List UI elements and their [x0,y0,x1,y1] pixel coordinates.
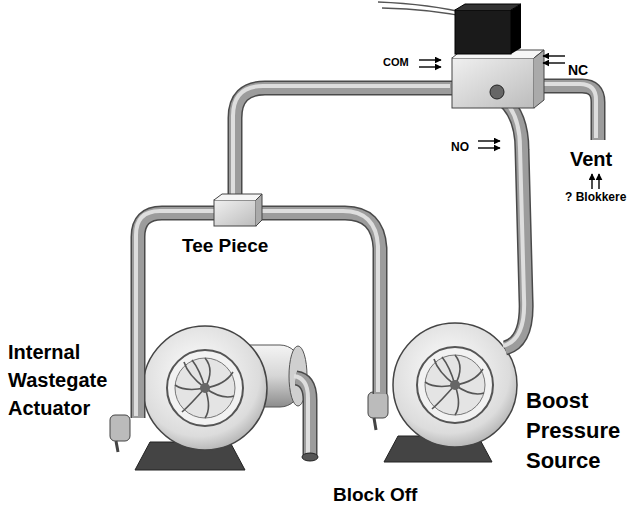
part-label: Tee Piece [182,235,268,257]
part-label: Internal Wastegate Actuator [8,338,120,422]
part-label: Block Off [333,484,417,506]
port-label: COM [383,56,409,69]
tee-piece [214,194,262,226]
part-label: Boost Pressure Source [526,386,640,476]
note-label: ? Blokkere [565,190,626,204]
vent-label: Vent [570,148,612,171]
port-label: NO [451,140,469,154]
block-off-cap [302,453,318,461]
right-turbo [368,323,517,462]
port-label: NC [568,62,588,78]
solenoid-valve [452,4,544,108]
